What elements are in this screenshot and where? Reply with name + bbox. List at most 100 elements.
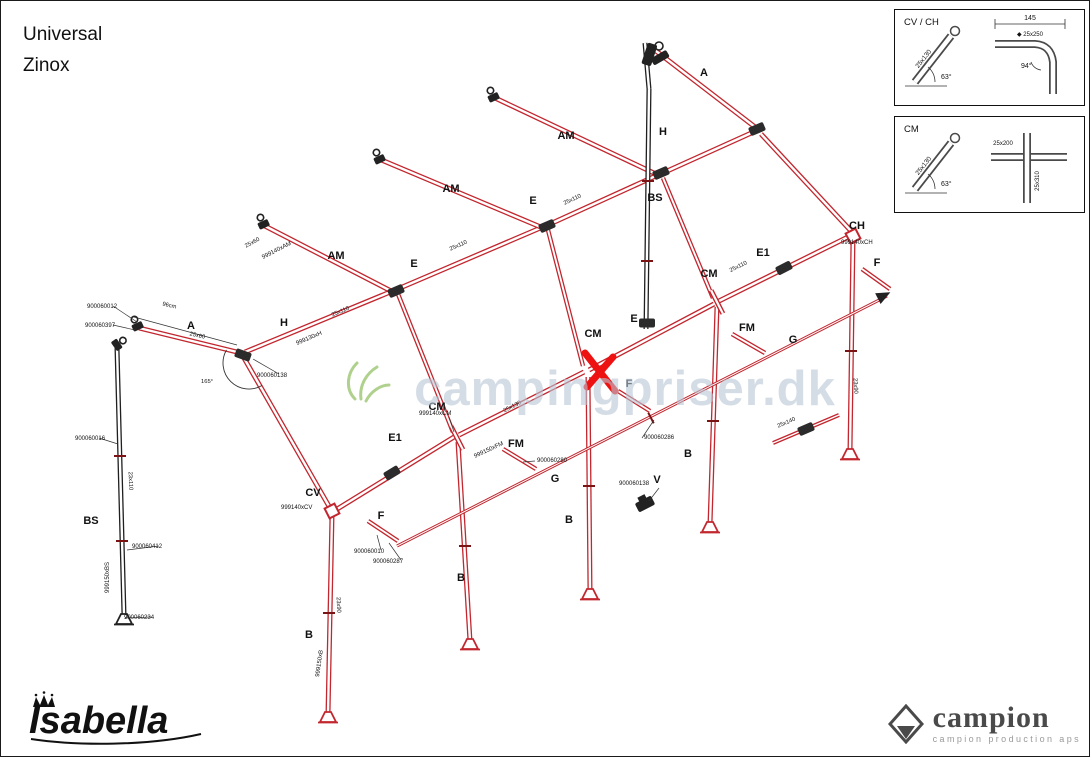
- product-title-line1: Universal: [23, 24, 103, 45]
- diagram-label-999140xam: 999140xAM: [261, 241, 292, 261]
- diagram-label-cv: CV: [305, 487, 321, 499]
- hook-fitting: [486, 86, 500, 103]
- diagram-label-a: A: [700, 67, 708, 79]
- pole-h-right: [663, 127, 760, 175]
- diagram-label-999140xcm: 999140xCM: [419, 411, 451, 417]
- diagram-label-bs: BS: [83, 515, 98, 527]
- diagram-label-fm: FM: [508, 438, 524, 450]
- rail-g: [396, 294, 888, 548]
- diagram-label-e1: E1: [388, 432, 401, 444]
- leader-line: [126, 545, 160, 551]
- diagram-label-25x140: 25x140: [777, 417, 797, 430]
- diagram-label-999150xbs: 999150xBS: [105, 562, 111, 593]
- watermark-text: campingpriser.dk: [414, 362, 836, 416]
- crown-icon: [33, 691, 55, 707]
- leader-line: [388, 542, 402, 561]
- pole-bs-left: [114, 347, 127, 616]
- detail-box-cv-ch-drawing: CV / CH 63° 25x130 145 ◆ 25x250 94°: [904, 15, 1066, 94]
- pole-am-3: [491, 94, 660, 178]
- diagram-label-h: H: [280, 317, 288, 329]
- diagram-label-b: B: [684, 448, 692, 460]
- diagram-label-23x90: 23x90: [852, 378, 859, 394]
- cm-angle-arc: [927, 173, 936, 190]
- product-title-line2: Zinox: [23, 55, 70, 77]
- pole-bs-right: [643, 88, 652, 330]
- watermark: campingpriser.dk: [347, 361, 836, 416]
- pole-leg-5: [847, 238, 856, 452]
- diagram-label-e: E: [410, 258, 417, 270]
- diagram-label-999150xfm: 999150xFM: [473, 441, 504, 460]
- pole-edge-right: [759, 132, 854, 234]
- detail-box-cm-title: CM: [904, 124, 919, 135]
- campion-diamond-icon: [887, 704, 924, 744]
- diagram-label-96cm: 96cm: [162, 302, 177, 311]
- detail-box-cv-ch: CV / CH 63° 25x130 145 ◆ 25x250 94°: [894, 9, 1085, 106]
- diagram-label-999150xb: 999150xB: [315, 650, 325, 678]
- diagram-label-cm: CM: [584, 328, 601, 340]
- diagram-label-25x110: 25x110: [449, 240, 468, 253]
- page-title: Universal Zinox: [23, 19, 102, 82]
- diagram-label-25x60: 25x60: [189, 331, 206, 340]
- cm-angle-label: 63°: [941, 180, 952, 188]
- diagram-label-999130xh: 999130xH: [295, 331, 323, 347]
- pole-slope-3: [660, 177, 716, 299]
- diagram-label-b: B: [305, 629, 313, 641]
- cvch-corner-angle: 94°: [1021, 62, 1032, 70]
- diagram-label-25x110: 25x110: [729, 260, 748, 274]
- isabella-logo: Isabella: [23, 683, 213, 752]
- diagram-label-900060397: 900060397: [85, 323, 116, 329]
- pole-fm-mid: [501, 447, 538, 471]
- diagram-label-900060234: 900060234: [124, 615, 155, 621]
- diagram-label-cm: CM: [428, 401, 445, 413]
- cvch-tube-hole: [949, 25, 961, 37]
- elbow-fitting: [844, 227, 862, 245]
- leader-line: [124, 616, 152, 619]
- clampd-fitting: [383, 465, 401, 481]
- diagram-label-am: AM: [557, 130, 574, 142]
- pole-f-right: [860, 267, 892, 291]
- diagram-label-am: AM: [327, 250, 344, 262]
- footr-fitting: [318, 711, 338, 724]
- clampd-fitting: [775, 261, 793, 275]
- diagram-label-v: V: [653, 474, 661, 486]
- footr-fitting: [840, 448, 860, 461]
- cm-v-dim: 25x310: [1035, 170, 1041, 190]
- diagram-label-b: B: [457, 572, 465, 584]
- angle-arc: [222, 349, 263, 390]
- clampd-fitting: [797, 422, 815, 436]
- diagram-label-e: E: [630, 313, 637, 325]
- diagram-label-ch: CH: [849, 220, 865, 232]
- pole-f-left: [366, 519, 400, 543]
- clampd-fitting: [652, 166, 670, 180]
- isabella-logo-text: Isabella: [29, 700, 168, 742]
- detail-box-cm-drawing: CM 63° 25x130 25x200 25x310: [904, 124, 1067, 203]
- diagram-label-a: A: [187, 320, 195, 332]
- bigx-fitting: [581, 349, 619, 395]
- diagram-label-fm: FM: [739, 322, 755, 334]
- diagram-label-900060012: 900060012: [87, 304, 118, 310]
- vclamp-fitting: [635, 494, 655, 512]
- leader-line: [522, 460, 536, 463]
- pole-slope-2: [545, 229, 586, 367]
- diagram-label-b: B: [565, 514, 573, 526]
- cross-fitting: [708, 289, 726, 315]
- campion-logo-text: campion: [932, 701, 1050, 734]
- cvch-angle-label: 63°: [941, 73, 952, 81]
- cvch-width-dim: 145: [1024, 15, 1036, 22]
- pole-edge-left: [241, 356, 333, 510]
- diagram-label-900060287: 900060287: [373, 559, 404, 565]
- footr-fitting: [700, 521, 720, 534]
- diagram-label-f: F: [626, 378, 633, 390]
- leader-line: [98, 437, 119, 445]
- diagram-label-25x60: 25x60: [244, 237, 261, 250]
- diagram-label-165°: 165°: [201, 379, 213, 385]
- pole-h-left: [244, 287, 396, 355]
- campion-logo: campion campion production aps: [887, 701, 1081, 744]
- pole-a-left: [138, 325, 242, 356]
- leader-line: [376, 534, 382, 551]
- leader-line: [448, 416, 455, 433]
- diagram-label-am: AM: [442, 183, 459, 195]
- cm-tube-hole: [949, 132, 961, 144]
- diagram-label-23x90: 23x90: [335, 597, 342, 613]
- pole-a-right: [654, 49, 757, 129]
